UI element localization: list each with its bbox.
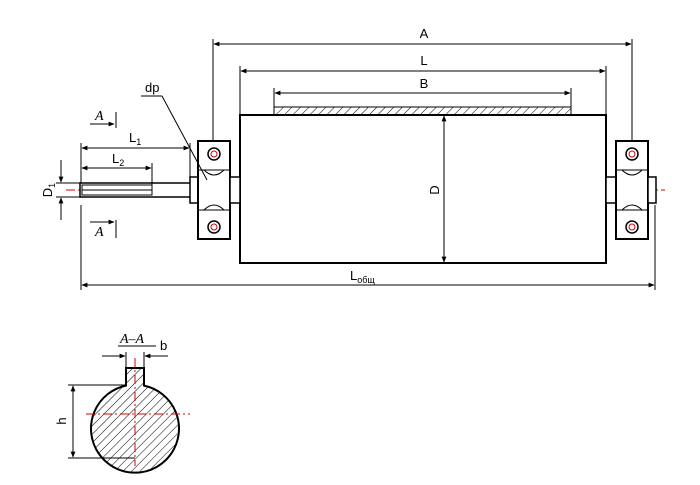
hub-right xyxy=(605,176,617,204)
bearing-left-rib-bottom xyxy=(203,204,225,211)
dim-label-h: h xyxy=(54,417,69,424)
bolt-hole-right-bottom-inner xyxy=(628,223,636,231)
hub-left xyxy=(229,176,241,204)
bolt-hole-right-bottom xyxy=(625,220,639,234)
bolt-hole-right-top xyxy=(625,147,639,161)
label-dp: dp xyxy=(145,80,159,95)
bearing-left-rib-top xyxy=(203,169,225,176)
shaft-collar-left xyxy=(189,176,199,204)
bolt-hole-left-top-inner xyxy=(210,150,218,158)
section-title: A–A xyxy=(119,332,145,347)
bolt-hole-right-top-inner xyxy=(628,150,636,158)
dim-label-b: B xyxy=(420,76,429,91)
dim-label-ltotal: Lобщ xyxy=(350,268,375,285)
leader-dp-slant xyxy=(161,95,208,181)
bolt-hole-left-bottom-inner xyxy=(210,223,218,231)
drum-body xyxy=(239,114,607,264)
section-mark-top-label: A xyxy=(94,109,104,124)
dim-label-l2: L2 xyxy=(112,151,124,168)
dim-label-l1: L1 xyxy=(129,130,141,147)
section-mark-bottom-label: A xyxy=(94,225,104,240)
dim-label-l: L xyxy=(420,53,427,68)
dim-label-a: A xyxy=(420,26,429,41)
drum-lagging xyxy=(273,106,572,116)
bearing-right-rib-bottom xyxy=(621,204,643,211)
bearing-right-rib-top xyxy=(621,169,643,176)
shaft-collar-right xyxy=(647,176,657,204)
bolt-hole-left-bottom xyxy=(207,220,221,234)
shaft-section xyxy=(90,367,180,474)
bolt-hole-left-top xyxy=(207,147,221,161)
dim-label-d: D xyxy=(427,185,442,194)
dim-label-d1: D1 xyxy=(40,183,57,197)
dim-label-b-section: b xyxy=(160,338,167,353)
